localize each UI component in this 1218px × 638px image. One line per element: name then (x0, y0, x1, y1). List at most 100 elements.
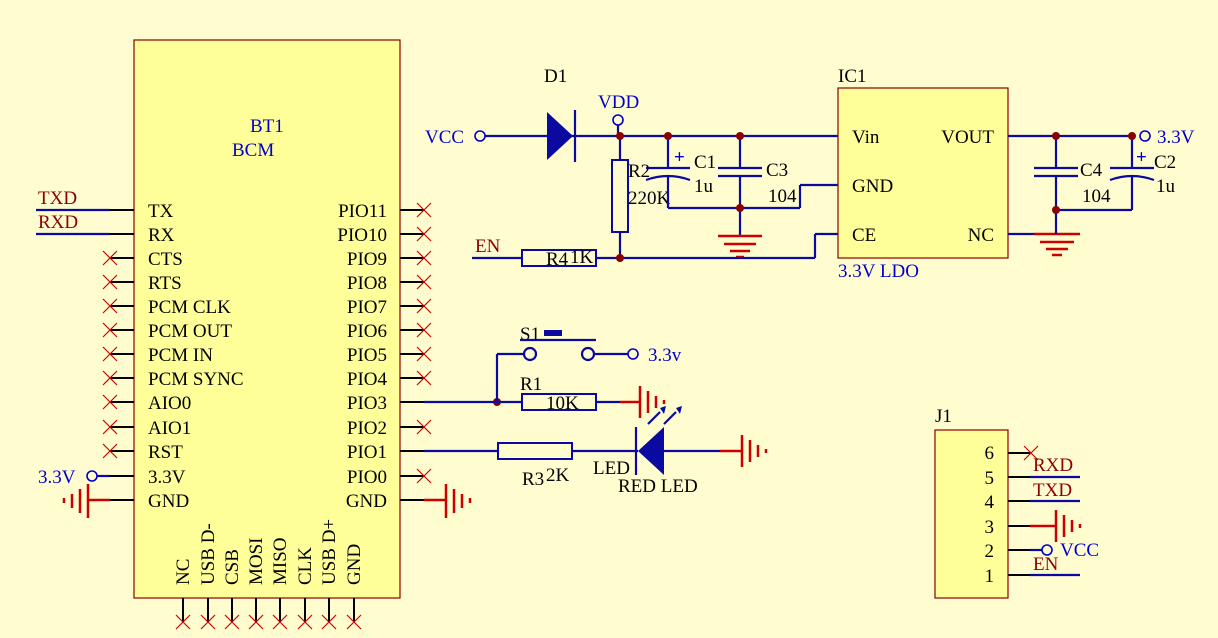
led-body (638, 427, 664, 475)
resistor-r2[interactable]: R2 220K (611, 136, 671, 258)
net-label-rxd-j1: RXD (1033, 455, 1073, 476)
led-red[interactable]: LED RED LED (593, 406, 720, 497)
net-rxd-left[interactable]: RXD (36, 212, 110, 236)
r4-designator: R4 (546, 249, 569, 270)
ic1-designator: IC1 (838, 66, 867, 87)
net-label-en: EN (475, 236, 501, 257)
bt1-bottom-pin-stubs (182, 598, 355, 622)
bt1-pin-pio2: PIO2 (347, 418, 387, 439)
bt1-pin-pcm-out: PCM OUT (148, 321, 232, 342)
bt1-pin-rts: RTS (148, 273, 182, 294)
bt1-pin-pcm-sync: PCM SYNC (148, 369, 244, 390)
diode-d1-body (547, 112, 573, 160)
capacitor-c3[interactable]: C3 104 (718, 136, 797, 236)
bt1-body (133, 39, 401, 599)
r1-designator: R1 (520, 374, 542, 395)
bt1-pin-gnd-bottom: GND (344, 544, 365, 585)
port-circle (474, 130, 486, 142)
bt1-module[interactable]: BT1 BCM (110, 39, 424, 622)
j1-pin-5: 5 (985, 468, 995, 489)
c1-polarity-plus: + (674, 147, 685, 168)
ic1-pin-vin: Vin (852, 127, 880, 148)
port-circle (612, 114, 624, 126)
vcc-port-top[interactable]: VCC (425, 127, 486, 148)
c2-value: 1u (1156, 176, 1176, 197)
ic1-ldo[interactable]: IC1 3.3V LDO Vin GND CE VOUT NC (837, 66, 1009, 282)
port-vcc-j1[interactable]: VCC (1030, 540, 1099, 561)
r4-value: 1K (570, 247, 594, 268)
resistor-r3-body (497, 442, 573, 460)
r1-value: 10K (546, 393, 579, 414)
bt1-right-pin-stubs (400, 209, 424, 501)
switch-s1[interactable]: S1 3.3v (520, 324, 682, 366)
port-label-vdd: VDD (598, 92, 639, 113)
port-circle (1139, 130, 1151, 142)
bt1-pin-gnd-left: GND (148, 491, 189, 512)
j1-body (934, 429, 1009, 599)
port-label-vcc: VCC (425, 127, 464, 148)
connector-j1[interactable]: J1 6 5 4 3 2 1 (934, 406, 1030, 599)
bt1-pin-pcm-clk: PCM CLK (148, 297, 231, 318)
ground-symbol-bt1-right (424, 484, 472, 518)
resistor-r3[interactable]: R3 2K (424, 442, 638, 490)
j1-pin-3: 3 (985, 517, 995, 538)
ground-symbol-j1 (1030, 510, 1082, 542)
ic1-body (837, 87, 1009, 259)
port-label-3v3-out: 3.3V (1157, 127, 1195, 148)
bt1-pin-pio8: PIO8 (347, 273, 387, 294)
ground-symbol-led (720, 435, 768, 467)
j1-pin-6: 6 (985, 443, 995, 464)
net-en-j1[interactable]: EN (1030, 554, 1080, 577)
bt1-pin-pio11: PIO11 (338, 201, 387, 222)
ic1-pin-ce: CE (852, 225, 876, 246)
c1-value: 1u (694, 176, 714, 197)
bt1-pin-cts: CTS (148, 249, 183, 270)
vdd-port[interactable]: VDD (598, 92, 639, 136)
bt1-pin-mosi: MOSI (246, 537, 267, 585)
bt1-pin-pio4: PIO4 (347, 369, 388, 390)
ground-symbol-nc (1034, 232, 1080, 257)
bt1-pin-rx: RX (148, 225, 175, 246)
capacitor-c2[interactable]: + C2 1u (1109, 136, 1176, 210)
port-3v3-out[interactable]: 3.3V (1139, 127, 1195, 148)
j1-designator: J1 (935, 406, 952, 427)
bt1-pin-3v3: 3.3V (148, 467, 186, 488)
port-3v3-left[interactable]: 3.3V (38, 467, 110, 488)
c2-designator: C2 (1154, 152, 1176, 173)
ground-symbol-r1 (620, 386, 666, 418)
c2-polarity-plus: + (1136, 147, 1147, 168)
r2-value: 220K (628, 188, 671, 209)
net-label-txd-j1: TXD (1033, 480, 1072, 501)
net-txd-left[interactable]: TXD (36, 188, 110, 212)
j1-pin-4: 4 (985, 492, 995, 513)
bt1-pin-pio3: PIO3 (347, 393, 387, 414)
net-en-r4[interactable]: EN R4 1K (472, 232, 838, 270)
r3-value: 2K (546, 465, 570, 486)
ic1-value: 3.3V LDO (838, 261, 919, 282)
port-circle (1041, 544, 1053, 556)
diode-d1[interactable]: D1 (544, 66, 577, 162)
net-txd-j1[interactable]: TXD (1030, 480, 1080, 503)
bt1-pin-aio0: AIO0 (148, 393, 191, 414)
c4-value: 104 (1082, 186, 1111, 207)
resistor-r1[interactable]: R1 10K (520, 374, 620, 414)
bt1-pin-pio5: PIO5 (347, 345, 387, 366)
bt1-pin-clk: CLK (295, 547, 316, 585)
ground-symbol-bt1-left (62, 484, 110, 518)
c1-designator: C1 (694, 152, 716, 173)
net-label-rxd: RXD (38, 212, 78, 233)
bt1-pin-miso: MISO (270, 537, 291, 585)
c3-value: 104 (768, 186, 797, 207)
capacitor-c4[interactable]: C4 104 (1034, 136, 1111, 210)
led-emission-arrow (647, 411, 661, 425)
led-value: RED LED (618, 476, 698, 497)
port-label-3v3-lower: 3.3v (648, 345, 682, 366)
port-label-vcc-j1: VCC (1060, 540, 1099, 561)
capacitor-c1[interactable]: + C1 1u (645, 136, 716, 208)
ic1-pin-nc: NC (968, 225, 994, 246)
net-rxd-j1[interactable]: RXD (1030, 455, 1080, 479)
bt1-pin-rst: RST (148, 442, 183, 463)
bt1-value: BCM (232, 140, 274, 161)
resistor-r2-body (611, 159, 629, 233)
